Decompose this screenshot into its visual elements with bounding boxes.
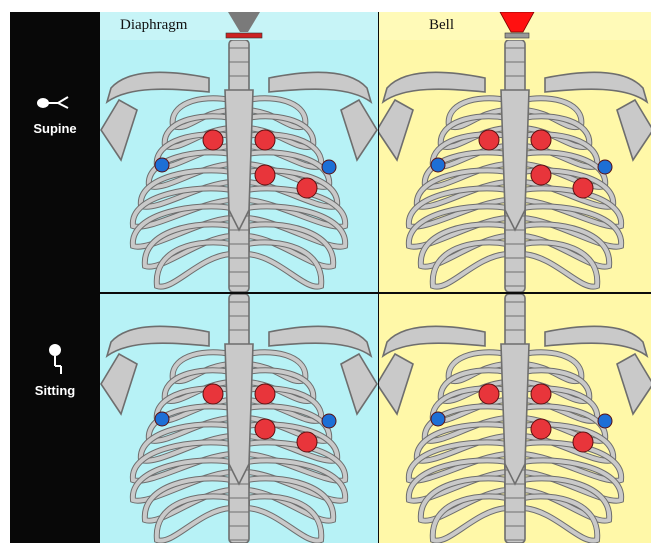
sitting-bell-aortic-point[interactable] xyxy=(479,384,499,404)
supine-diaphragm-erb-point[interactable] xyxy=(255,165,275,185)
diaphragm-header[interactable]: Diaphragm xyxy=(100,12,378,40)
supine-diaphragm-ribcage-illustration xyxy=(100,40,378,292)
sitting-bell-pulmonic-point[interactable] xyxy=(531,384,551,404)
panel-supine-bell[interactable]: Bell xyxy=(379,12,651,292)
sitting-bell-ribcage-illustration xyxy=(379,294,651,543)
panel-supine-diaphragm[interactable]: Diaphragm xyxy=(100,12,378,292)
supine-diaphragm-right-lung-point[interactable] xyxy=(155,158,169,172)
sitting-diaphragm-pulmonic-point[interactable] xyxy=(255,384,275,404)
supine-bell-left-lung-point[interactable] xyxy=(598,160,612,174)
posture-sitting[interactable]: Sitting xyxy=(10,342,100,398)
supine-figure-icon xyxy=(32,92,78,114)
posture-sitting-label: Sitting xyxy=(10,383,100,398)
supine-bell-aortic-point[interactable] xyxy=(479,130,499,150)
bell-chestpiece-icon xyxy=(497,12,537,40)
supine-bell-ribcage-illustration xyxy=(379,40,651,292)
sitting-bell-left-lung-point[interactable] xyxy=(598,414,612,428)
supine-diaphragm-aortic-point[interactable] xyxy=(203,130,223,150)
supine-diaphragm-left-lung-point[interactable] xyxy=(322,160,336,174)
panel-sitting-bell[interactable] xyxy=(379,294,651,543)
posture-sidebar: Supine Sitting xyxy=(10,12,100,543)
supine-bell-erb-point[interactable] xyxy=(531,165,551,185)
sitting-diaphragm-right-lung-point[interactable] xyxy=(155,412,169,426)
bell-label: Bell xyxy=(429,17,454,34)
sitting-bell-erb-point[interactable] xyxy=(531,419,551,439)
sitting-diaphragm-erb-point[interactable] xyxy=(255,419,275,439)
sitting-diaphragm-ribcage-illustration xyxy=(100,294,378,543)
sitting-bell-mitral-point[interactable] xyxy=(573,432,593,452)
supine-bell-pulmonic-point[interactable] xyxy=(531,130,551,150)
sitting-bell-right-lung-point[interactable] xyxy=(431,412,445,426)
sitting-diaphragm-left-lung-point[interactable] xyxy=(322,414,336,428)
supine-bell-right-lung-point[interactable] xyxy=(431,158,445,172)
sitting-diaphragm-aortic-point[interactable] xyxy=(203,384,223,404)
supine-bell-mitral-point[interactable] xyxy=(573,178,593,198)
sitting-figure-icon xyxy=(40,342,70,376)
panel-sitting-diaphragm[interactable] xyxy=(100,294,378,543)
diaphragm-chestpiece-icon xyxy=(224,12,264,40)
stethoscope-selector-frame: Supine Sitting Diaphragm Bell xyxy=(10,12,651,543)
posture-supine[interactable]: Supine xyxy=(10,92,100,136)
sitting-diaphragm-mitral-point[interactable] xyxy=(297,432,317,452)
supine-diaphragm-pulmonic-point[interactable] xyxy=(255,130,275,150)
posture-supine-label: Supine xyxy=(10,121,100,136)
diaphragm-label: Diaphragm xyxy=(120,17,187,34)
bell-header[interactable]: Bell xyxy=(379,12,651,40)
supine-diaphragm-mitral-point[interactable] xyxy=(297,178,317,198)
